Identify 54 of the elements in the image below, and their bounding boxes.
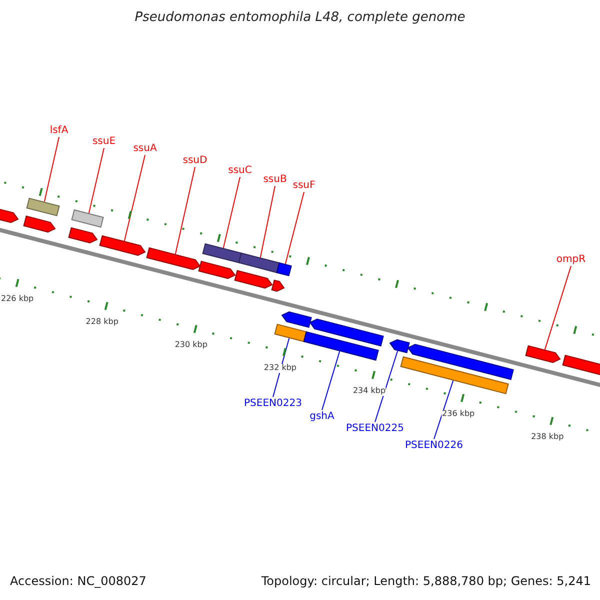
gene-block bbox=[71, 209, 104, 228]
gene-block bbox=[309, 318, 384, 346]
leader-line bbox=[544, 266, 572, 350]
leader-line bbox=[284, 192, 304, 264]
gene-label: ssuB bbox=[263, 174, 287, 185]
scale-label: 228 kbp bbox=[86, 318, 118, 328]
footer-text: Accession: NC_008027 bbox=[10, 575, 146, 588]
gene-block bbox=[400, 356, 509, 394]
leader-line bbox=[374, 350, 398, 422]
gene-label: ssuA bbox=[133, 143, 157, 154]
leader-line bbox=[272, 338, 290, 398]
scale-label: 226 kbp bbox=[1, 295, 34, 304]
scale-label: 236 kbp bbox=[442, 410, 475, 420]
gene-block bbox=[274, 324, 307, 342]
gene-block bbox=[198, 260, 236, 280]
gene-label: PSEEN0223 bbox=[244, 398, 302, 409]
gene-block bbox=[68, 227, 98, 244]
leader-line bbox=[434, 380, 454, 440]
leader-line bbox=[222, 176, 240, 248]
scale-label: 230 kbp bbox=[174, 341, 208, 350]
gene-label: PSEEN0225 bbox=[346, 423, 404, 434]
gene-label: ompR bbox=[556, 254, 586, 265]
title: Pseudomonas entomophila L48, complete genome bbox=[134, 11, 466, 26]
gene-block bbox=[23, 215, 56, 233]
gene-block bbox=[281, 311, 312, 328]
leader-line bbox=[174, 166, 196, 255]
leader-line bbox=[260, 186, 276, 258]
gene-block bbox=[303, 331, 379, 361]
gene-label: gshA bbox=[310, 411, 334, 422]
gene-block bbox=[0, 206, 19, 224]
gene-block bbox=[99, 235, 146, 256]
leader-line bbox=[88, 148, 104, 214]
gene-block bbox=[202, 243, 242, 264]
leader-line bbox=[44, 136, 60, 202]
gene-label: PSEEN0226 bbox=[405, 440, 463, 451]
gene-label: ssuD bbox=[182, 155, 208, 166]
scale-label: 238 kbp bbox=[531, 433, 564, 442]
leader-line bbox=[322, 350, 340, 410]
gene-block bbox=[389, 339, 410, 354]
gene-block bbox=[26, 198, 60, 216]
gene-label: ssuF bbox=[292, 180, 316, 191]
leader-line bbox=[124, 154, 146, 242]
gene-block bbox=[146, 247, 201, 270]
gene-block bbox=[238, 252, 280, 274]
gene-label: ssuE bbox=[92, 136, 116, 147]
footer-text: Topology: circular; Length: 5,888,780 bp; Genes: 5,241 bbox=[261, 575, 591, 588]
gene-block bbox=[525, 345, 561, 364]
scale-label: 232 kbp bbox=[264, 364, 296, 374]
gene-block bbox=[271, 280, 285, 292]
gene-label: ssuC bbox=[228, 165, 252, 176]
gene-label: lsfA bbox=[50, 125, 68, 136]
gene-block bbox=[276, 262, 292, 276]
gene-block bbox=[407, 344, 514, 380]
scale-label: 234 kbp bbox=[352, 387, 386, 396]
